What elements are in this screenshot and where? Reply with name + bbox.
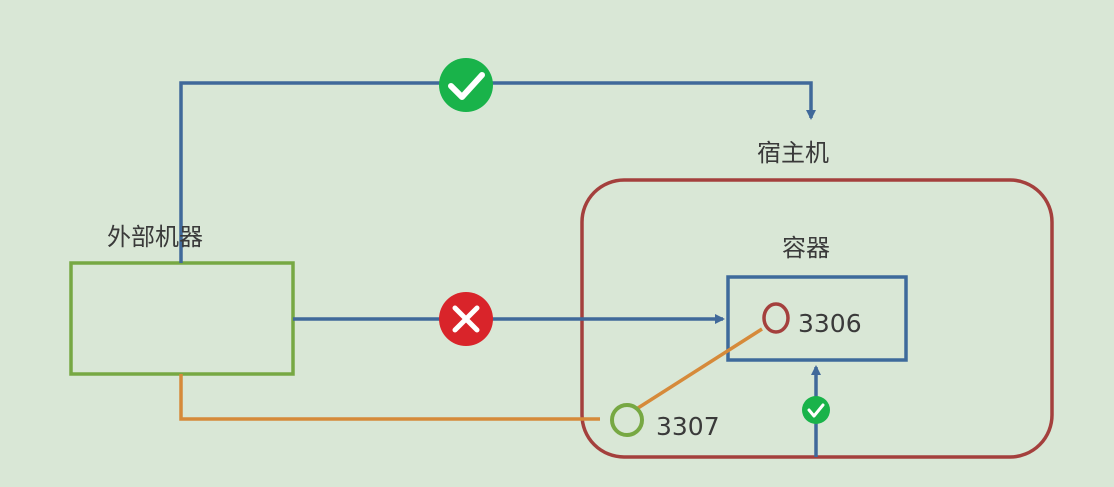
top-path-arrow — [179, 81, 816, 263]
host-label: 宿主机 — [757, 139, 829, 167]
cross-icon — [439, 292, 493, 346]
check-icon — [439, 58, 493, 112]
external-machine-box — [69, 261, 295, 376]
port-mapping-path — [179, 374, 600, 421]
host-port-circle — [610, 403, 644, 437]
container-port-circle — [762, 302, 790, 334]
port-link-line — [637, 327, 763, 410]
check-icon — [802, 396, 830, 424]
container-port-label: 3306 — [798, 309, 862, 338]
container-box — [726, 275, 908, 362]
host-port-label: 3307 — [656, 412, 720, 441]
external-machine-label: 外部机器 — [107, 223, 203, 251]
container-label: 容器 — [782, 234, 830, 262]
